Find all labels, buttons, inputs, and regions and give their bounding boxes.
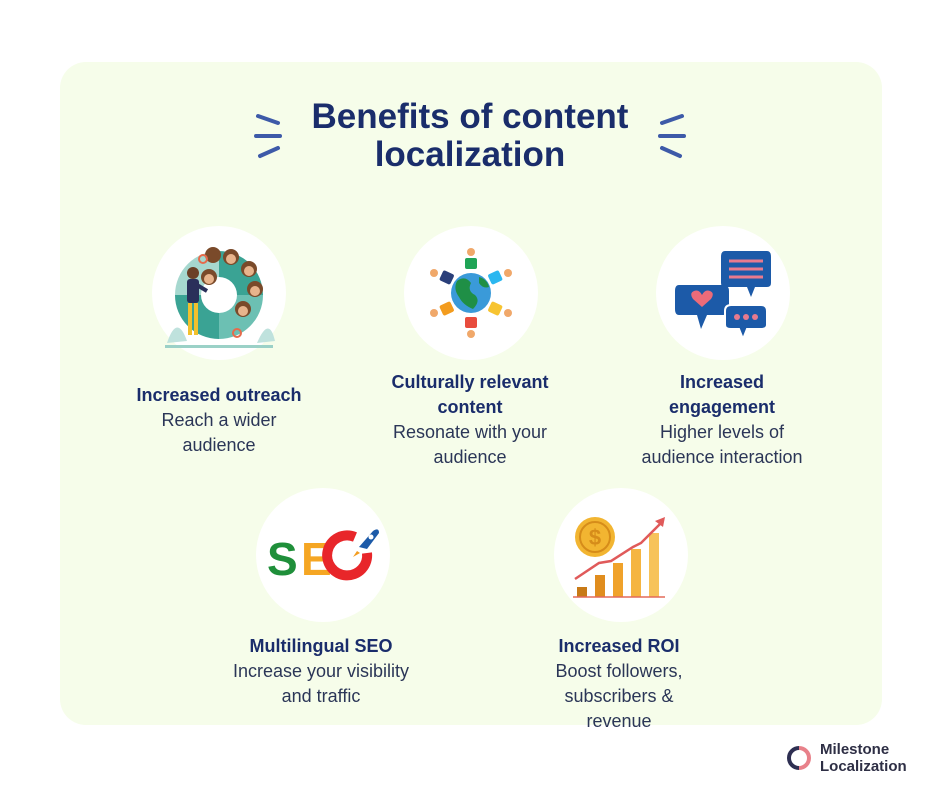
benefit-title: Increased engagement: [668, 372, 776, 417]
left-accent-dashes-icon: [254, 114, 282, 158]
benefit-card-engagement: Increased engagement Higher levels of au…: [622, 370, 822, 470]
benefit-title: Increased ROI: [558, 636, 680, 656]
benefit-title: Culturally relevant content: [391, 372, 549, 417]
benefit-description: Reach a wider audience: [161, 410, 277, 455]
outreach-icon-circle: [152, 226, 286, 360]
svg-text:$: $: [589, 525, 601, 550]
brand-line-2: Localization: [820, 758, 907, 775]
benefit-description: Boost followers, subscribers & revenue: [555, 661, 683, 731]
benefit-card-seo: Multilingual SEO Increase your visibilit…: [212, 634, 430, 709]
seo-icon-circle: S E: [256, 488, 390, 622]
brand-logo: Milestone Localization: [786, 741, 907, 775]
benefit-title: Multilingual SEO: [249, 636, 393, 656]
chat-bubbles-icon: [675, 251, 771, 341]
benefit-card-roi: Increased ROI Boost followers, subscribe…: [512, 634, 726, 734]
engagement-icon-circle: [656, 226, 790, 360]
right-accent-dashes-icon: [658, 114, 686, 158]
cultural-icon-circle: [404, 226, 538, 360]
seo-rocket-icon: S E: [267, 529, 379, 585]
benefit-description: Higher levels of audience interaction: [641, 422, 803, 467]
infographic-panel: [60, 62, 882, 725]
benefit-card-outreach: Increased outreach Reach a wider audienc…: [112, 383, 326, 458]
growth-chart-dollar-icon: $: [573, 517, 665, 598]
svg-text:S: S: [267, 533, 298, 585]
benefit-card-cultural: Culturally relevant content Resonate wit…: [370, 370, 570, 470]
brand-name: Milestone Localization: [820, 741, 907, 775]
brand-line-1: Milestone: [820, 741, 890, 758]
benefit-title: Increased outreach: [136, 385, 302, 405]
audience-outreach-illustration-icon: [165, 247, 275, 348]
globe-people-icon: [430, 248, 512, 338]
benefit-description: Increase your visibility and traffic: [232, 661, 410, 706]
benefit-description: Resonate with your audience: [392, 422, 548, 467]
roi-icon-circle: $: [554, 488, 688, 622]
milestone-ring-icon: [787, 746, 811, 770]
page-title: Benefits of content localization: [311, 97, 629, 174]
